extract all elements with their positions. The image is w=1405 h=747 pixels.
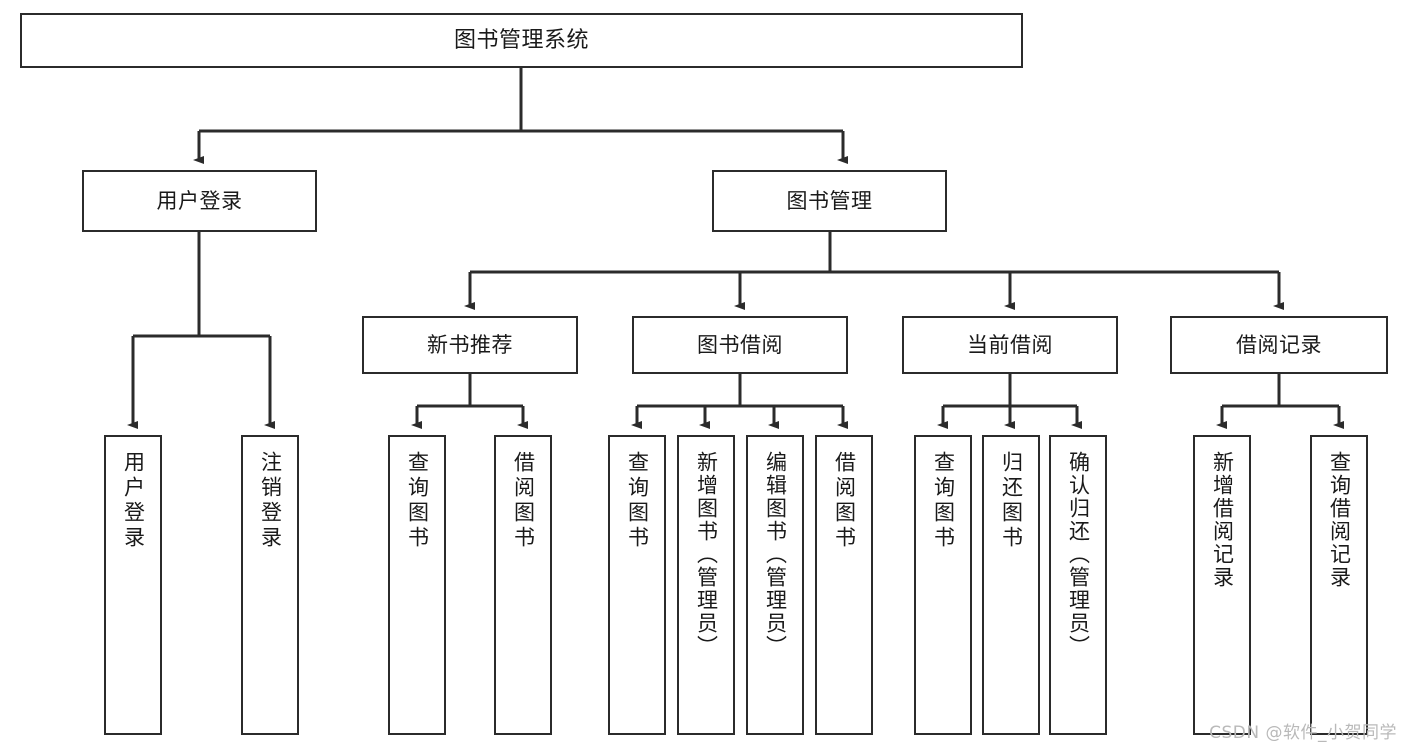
node-label: 注销登录 [258,451,283,551]
node-label: 图书管理系统 [453,27,589,53]
leaf-query-book-borrow[interactable]: 查询图书 [608,435,666,735]
node-label: 新增借阅记录 [1210,451,1235,589]
node-user-login[interactable]: 用户登录 [82,170,317,232]
node-label: 图书借阅 [697,332,783,357]
node-book-borrow[interactable]: 图书借阅 [632,316,848,374]
node-label: 新增图书（管理员） [694,451,719,658]
leaf-logout-login[interactable]: 注销登录 [241,435,299,735]
leaf-edit-book-admin[interactable]: 编辑图书（管理员） [746,435,804,735]
node-label: 查询图书 [625,451,650,551]
node-label: 查询图书 [405,451,430,551]
node-label: 新书推荐 [427,332,513,357]
leaf-add-borrow-record[interactable]: 新增借阅记录 [1193,435,1251,735]
leaf-borrow-book[interactable]: 借阅图书 [815,435,873,735]
leaf-query-borrow-record[interactable]: 查询借阅记录 [1310,435,1368,735]
node-label: 编辑图书（管理员） [763,451,788,658]
node-label: 确认归还（管理员） [1066,451,1091,658]
node-borrow-record[interactable]: 借阅记录 [1170,316,1388,374]
leaf-confirm-return-admin[interactable]: 确认归还（管理员） [1049,435,1107,735]
leaf-user-login[interactable]: 用户登录 [104,435,162,735]
node-label: 查询借阅记录 [1327,451,1352,589]
leaf-return-book[interactable]: 归还图书 [982,435,1040,735]
leaf-query-book-current[interactable]: 查询图书 [914,435,972,735]
node-label: 借阅图书 [511,451,536,551]
leaf-borrow-book-recommend[interactable]: 借阅图书 [494,435,552,735]
node-label: 借阅记录 [1236,332,1322,357]
node-current-borrow[interactable]: 当前借阅 [902,316,1118,374]
leaf-query-book-recommend[interactable]: 查询图书 [388,435,446,735]
node-book-management[interactable]: 图书管理 [712,170,947,232]
node-root-book-management-system[interactable]: 图书管理系统 [20,13,1023,68]
node-label: 用户登录 [121,451,146,551]
csdn-watermark: CSDN @软件_小贺同学 [1209,723,1397,743]
node-label: 查询图书 [931,451,956,551]
leaf-add-book-admin[interactable]: 新增图书（管理员） [677,435,735,735]
node-label: 当前借阅 [967,332,1053,357]
node-label: 图书管理 [786,188,873,213]
node-new-book-recommend[interactable]: 新书推荐 [362,316,578,374]
node-label: 用户登录 [156,188,243,213]
node-label: 借阅图书 [832,451,857,551]
node-label: 归还图书 [999,451,1024,551]
